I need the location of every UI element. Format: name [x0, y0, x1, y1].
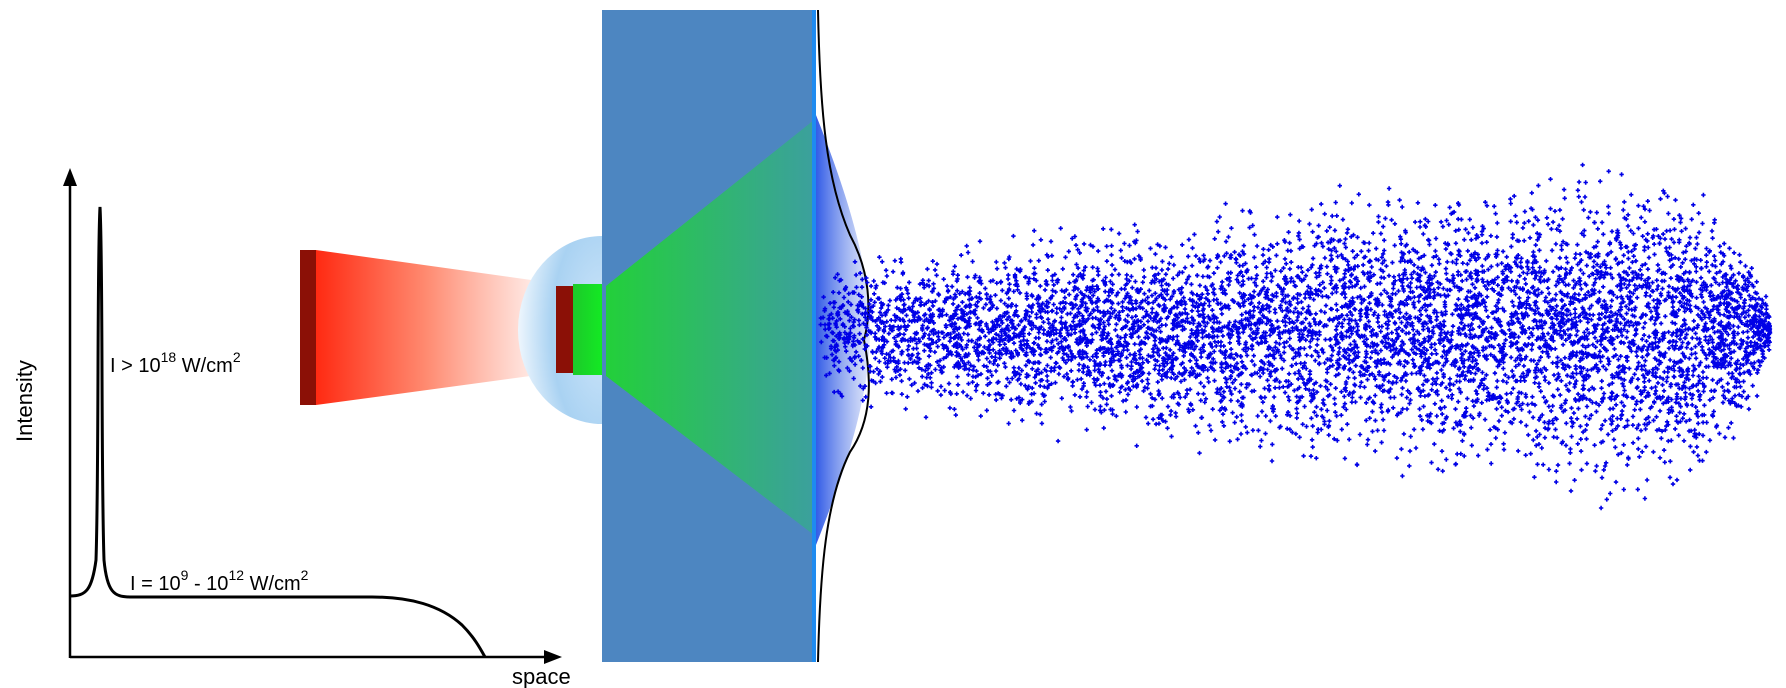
y-axis-arrow-icon [63, 168, 77, 186]
intensity-plot: Intensity space I > 1018 W/cm2 I = 109 -… [12, 168, 571, 688]
rear-sheath-layer [814, 110, 870, 550]
laser-cone [316, 250, 560, 405]
y-axis-label: Intensity [12, 360, 37, 442]
sheath-field-profile [817, 9, 870, 663]
intensity-curve [69, 206, 487, 658]
electron-cone [606, 120, 814, 535]
pedestal-intensity-label: I = 109 - 1012 W/cm2 [130, 567, 309, 595]
laser-beam [300, 250, 560, 405]
laser-source [300, 250, 316, 405]
peak-intensity-label: I > 1018 W/cm2 [110, 349, 241, 377]
laser-focus-spot [556, 286, 573, 373]
particle-cloud [818, 162, 1773, 511]
x-axis-label: space [512, 664, 571, 688]
x-axis-arrow-icon [544, 650, 562, 664]
particle-markers [818, 162, 1773, 511]
